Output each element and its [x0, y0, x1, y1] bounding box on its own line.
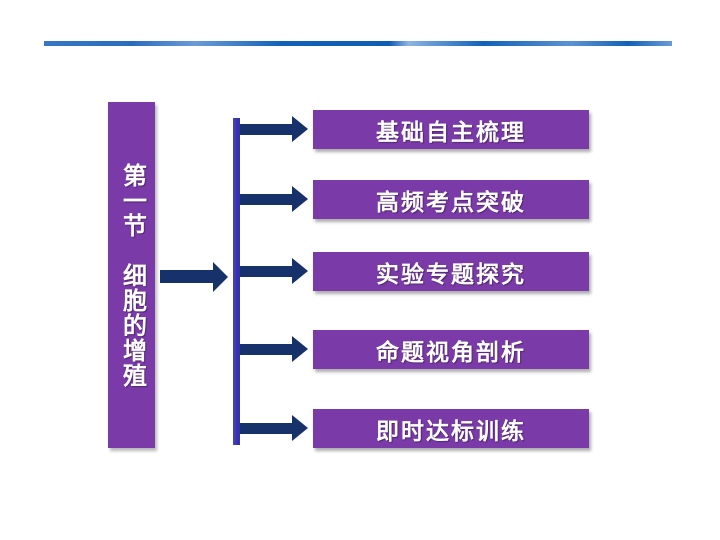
- topic-label-5: 即时达标训练: [376, 417, 526, 444]
- branch-arrow-4: [240, 336, 308, 363]
- topic-box-3[interactable]: 实验专题探究: [313, 252, 589, 291]
- main-arrow-shaft: [160, 270, 214, 283]
- topic-box-1[interactable]: 基础自主梳理: [313, 110, 589, 149]
- branch-arrow-3: [240, 258, 308, 285]
- topic-label-3: 实验专题探究: [376, 260, 526, 287]
- section-title: 第一节 细胞的增殖: [118, 162, 146, 388]
- topic-label-1: 基础自主梳理: [376, 118, 526, 145]
- top-divider-line: [44, 41, 672, 46]
- topic-label-4: 命题视角剖析: [376, 338, 526, 365]
- topic-label-2: 高频考点突破: [376, 188, 526, 215]
- branch-arrow-1: [240, 116, 308, 143]
- topic-box-4[interactable]: 命题视角剖析: [313, 330, 589, 369]
- branch-arrow-2: [240, 186, 308, 213]
- branch-arrow-5: [240, 415, 308, 442]
- main-arrow-head: [213, 262, 228, 292]
- section-title-banner: 第一节 细胞的增殖: [108, 102, 155, 448]
- connector-trunk: [233, 118, 240, 445]
- topic-box-5[interactable]: 即时达标训练: [313, 409, 589, 448]
- main-arrow: [160, 262, 228, 292]
- topic-box-2[interactable]: 高频考点突破: [313, 180, 589, 219]
